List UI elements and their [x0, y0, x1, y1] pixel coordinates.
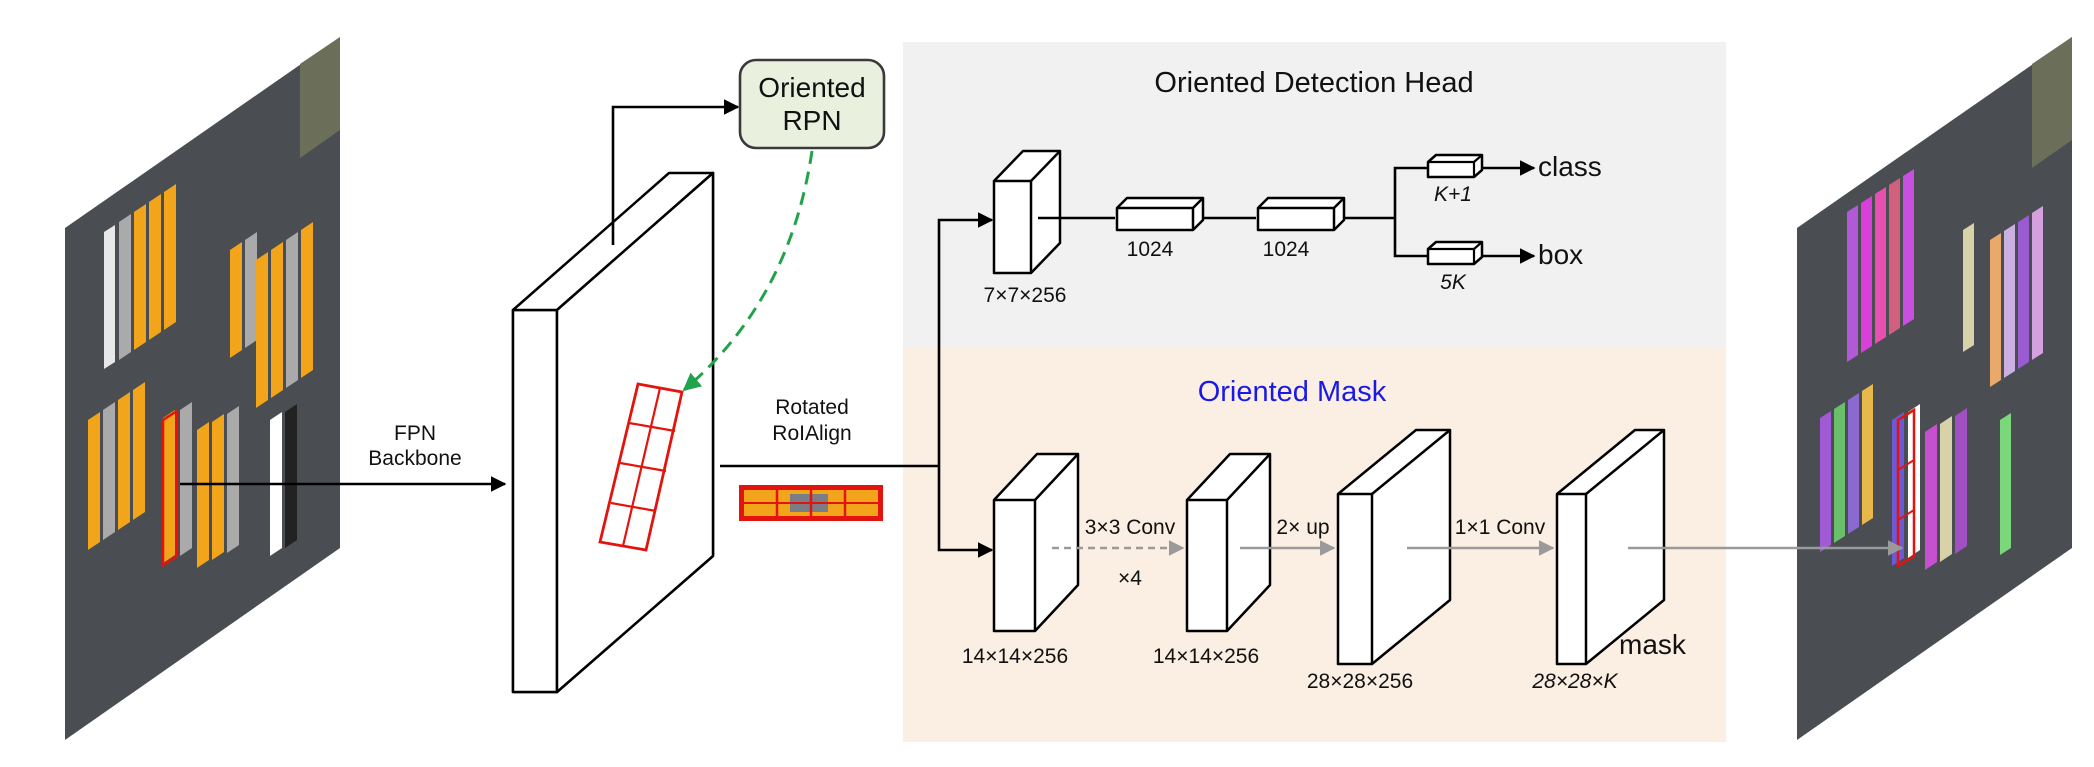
proposal-grid-on-feature-map: [598, 382, 684, 552]
conv3x3-repeat: ×4: [1118, 567, 1142, 590]
mask-upsampled-block: [1336, 428, 1452, 666]
fc1-block: [1115, 196, 1205, 232]
rpn-proposal-arrow: [682, 150, 814, 392]
output-oriented-box: [1896, 407, 1916, 569]
oriented-rpn-block: Oriented RPN: [738, 58, 886, 150]
input-selected-object-box: [161, 408, 179, 568]
backbone-label-line1: FPN: [394, 422, 436, 445]
fc2-block: [1256, 196, 1346, 232]
mask-conv-dim: 14×14×256: [1153, 645, 1259, 668]
mask-output-dim: 28×28×K: [1531, 670, 1618, 693]
box-fc-dim: 5K: [1440, 271, 1467, 294]
backbone-label-line2: Backbone: [368, 447, 461, 470]
cls-fc-dim: K+1: [1434, 183, 1472, 206]
mask-input-dim: 14×14×256: [962, 645, 1068, 668]
conv3x3-label: 3×3 Conv: [1085, 516, 1176, 539]
mask-head-title: Oriented Mask: [1198, 376, 1387, 408]
input-vehicles-top: [104, 184, 313, 408]
backbone-feature-map: [511, 171, 715, 694]
branch-to-mask-arrow: [937, 466, 994, 558]
mask-output-name: mask: [1619, 629, 1687, 660]
rpn-label-line2: RPN: [782, 105, 841, 136]
roialign-label-line1: Rotated: [775, 396, 849, 419]
fc1-dim: 1024: [1127, 238, 1174, 261]
fc2-dim: 1024: [1263, 238, 1310, 261]
conv1x1-label: 1×1 Conv: [1455, 516, 1546, 539]
mask-upsampled-dim: 28×28×256: [1307, 670, 1413, 693]
input-aerial-image: [65, 37, 340, 740]
box-fc-block: [1426, 240, 1484, 266]
output-instance-masks-top: [1847, 169, 2043, 387]
mask-conv-block: [1185, 452, 1272, 633]
upsample-label: 2× up: [1276, 516, 1329, 539]
roialign-label-line2: RoIAlign: [772, 422, 851, 445]
roi-feature-dim: 7×7×256: [984, 284, 1067, 307]
backbone-to-rpn-arrow: [611, 99, 740, 245]
split-to-cls-line: [1393, 166, 1428, 258]
branch-to-detection-arrow: [937, 212, 994, 466]
rpn-label-line1: Oriented: [758, 72, 865, 103]
aligned-roi-patch: [739, 485, 883, 521]
mask-input-block: [992, 452, 1080, 633]
class-output-label: class: [1538, 151, 1602, 182]
mask-output-block: [1555, 428, 1666, 666]
cls-fc-block: [1426, 153, 1484, 179]
output-masked-image: [1797, 37, 2072, 740]
box-output-label: box: [1538, 239, 1583, 270]
roi-feature-block: [992, 149, 1062, 275]
detection-head-title: Oriented Detection Head: [1154, 67, 1473, 99]
output-instance-masks-bottom: [1820, 384, 2011, 570]
